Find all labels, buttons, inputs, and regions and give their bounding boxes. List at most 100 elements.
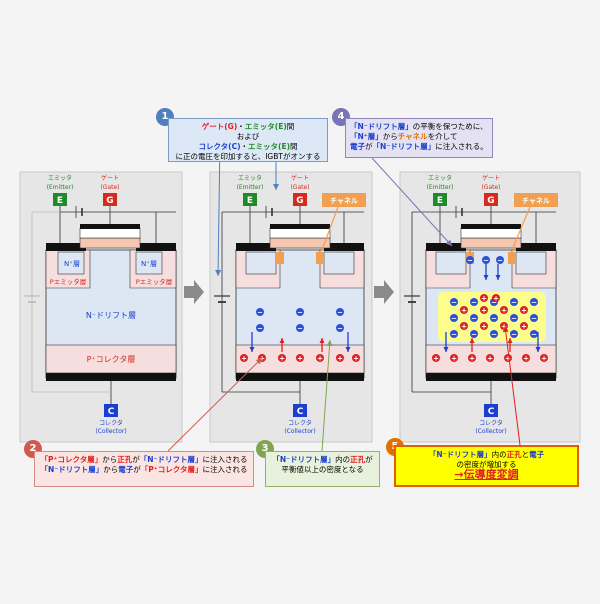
svg-text:−: − (471, 315, 477, 323)
gate-en-2: (Gate) (290, 184, 309, 191)
leader-3 (321, 339, 333, 452)
electron-3: − (256, 324, 264, 333)
leader-4 (371, 157, 453, 247)
collector-jp-2: コレクタ (288, 419, 312, 427)
arrow-step-2 (374, 280, 394, 304)
hole-3: + (296, 354, 304, 363)
c4-l3d: に注入される。 (435, 142, 488, 151)
electron-2: − (336, 308, 344, 317)
svg-text:−: − (451, 315, 457, 323)
c4-l1a: 「N⁻ドリフト層」 (350, 122, 413, 131)
svg-text:+: + (317, 355, 323, 363)
hole-8: + (480, 294, 488, 303)
callout-5: 「N⁻ドリフト層」内の正孔と電子 の密度が増加する →伝導度変調 (394, 445, 579, 487)
hole-14: + (504, 354, 512, 363)
electron-9: − (530, 314, 538, 323)
electron-17: − (496, 256, 504, 265)
callout-1: ゲート(G)・エミッタ(E)間 および コレクタ(C)・エミッタ(E)間 に正の… (168, 118, 328, 162)
c5-l3: →伝導度変調 (454, 468, 519, 481)
hole-0: + (240, 354, 248, 363)
hole-6: + (352, 354, 360, 363)
svg-text:−: − (531, 299, 537, 307)
hole-2: + (278, 354, 286, 363)
electrons-3: −−−−−−−−−−−−−−−−−− (443, 256, 541, 352)
collector-terminal-1 (104, 404, 118, 417)
gate-letter-3: G (487, 196, 494, 206)
gate-en-3: (Gate) (481, 184, 500, 191)
collector-terminal-3 (484, 404, 498, 417)
svg-text:+: + (461, 307, 467, 315)
emitter-jp-3: エミッタ (428, 174, 452, 182)
emitter-en-3: (Emitter) (427, 184, 454, 191)
svg-text:−: − (531, 315, 537, 323)
collector-letter-2: C (297, 407, 304, 417)
c4-l1b: の平衡を保つために、 (412, 122, 488, 131)
svg-text:+: + (481, 323, 487, 331)
svg-text:+: + (337, 355, 343, 363)
electron-13: − (510, 330, 518, 339)
collector-letter-3: C (488, 407, 495, 417)
channel-2b (316, 252, 324, 264)
c5-l1e: 電子 (529, 450, 545, 459)
electron-10: − (450, 330, 458, 339)
svg-text:+: + (241, 355, 247, 363)
device-3 (425, 224, 557, 381)
c3-l1d: が (365, 455, 373, 464)
c2-l1a: 「P⁺コレクタ層」 (40, 455, 103, 464)
c1-l3d: 間 (290, 142, 298, 151)
electron-4: − (530, 298, 538, 307)
svg-text:−: − (467, 257, 473, 265)
svg-text:−: − (337, 325, 343, 333)
svg-text:−: − (257, 309, 263, 317)
svg-text:−: − (257, 325, 263, 333)
emitter-jp-2: エミッタ (238, 174, 262, 182)
c2-l2c: 電子 (118, 465, 134, 474)
callout-4: 「N⁻ドリフト層」の平衡を保つために、 「N⁺層」からチャネルを介して 電子が「… (345, 118, 493, 158)
c3-l1c: 正孔 (350, 455, 366, 464)
c2-l2b: から (103, 465, 119, 474)
electron-4: − (296, 324, 304, 333)
svg-text:+: + (541, 355, 547, 363)
svg-text:+: + (523, 355, 529, 363)
c3-l1a: 「N⁻ドリフト層」 (272, 455, 336, 464)
electron-0: − (256, 308, 264, 317)
c1-l1a: ゲート(G) (201, 122, 238, 131)
svg-text:−: − (531, 331, 537, 339)
electron-11: − (470, 330, 478, 339)
svg-text:+: + (521, 307, 527, 315)
svg-text:−: − (471, 299, 477, 307)
collector-jp-1: コレクタ (99, 419, 123, 427)
label-nplus-1a: N⁺層 (64, 260, 80, 268)
c3-l1b: 内の (335, 455, 351, 464)
c1-l3b: ・ (240, 142, 249, 151)
collector-en-1: (Collector) (95, 428, 126, 435)
hole-16: + (540, 354, 548, 363)
emitter-terminal-3 (433, 193, 447, 206)
label-ndrift-1: N⁻ドリフト層 (86, 311, 136, 320)
svg-text:−: − (497, 257, 503, 265)
channel-3b (508, 252, 516, 264)
svg-text:+: + (505, 355, 511, 363)
hole-7: + (520, 322, 528, 331)
hole-12: + (468, 354, 476, 363)
svg-text:+: + (279, 355, 285, 363)
emitter-letter-1: E (57, 196, 63, 206)
leader-1a (215, 139, 222, 277)
electron-5: − (336, 324, 344, 333)
electron-8: − (510, 314, 518, 323)
svg-text:−: − (483, 257, 489, 265)
electron-5: − (450, 314, 458, 323)
gate-jp-2: ゲート (291, 174, 309, 182)
emitter-terminal-2 (243, 193, 257, 206)
emitter-jp-1: エミッタ (48, 174, 72, 182)
hole-5: + (336, 354, 344, 363)
collector-letter-1: C (108, 407, 115, 417)
c5-l1a: 「N⁻ドリフト層」 (428, 450, 492, 459)
channel-label-3: チャネル (522, 197, 550, 205)
gate-terminal-3 (484, 193, 498, 206)
terminals-2: E G エミッタ (Emitter) ゲート (Gate) C コレクタ (Co… (214, 174, 366, 435)
svg-text:−: − (451, 331, 457, 339)
svg-text:−: − (297, 325, 303, 333)
hole-1: + (480, 306, 488, 315)
c2-l2a: 「N⁻ドリフト層」 (40, 465, 104, 474)
